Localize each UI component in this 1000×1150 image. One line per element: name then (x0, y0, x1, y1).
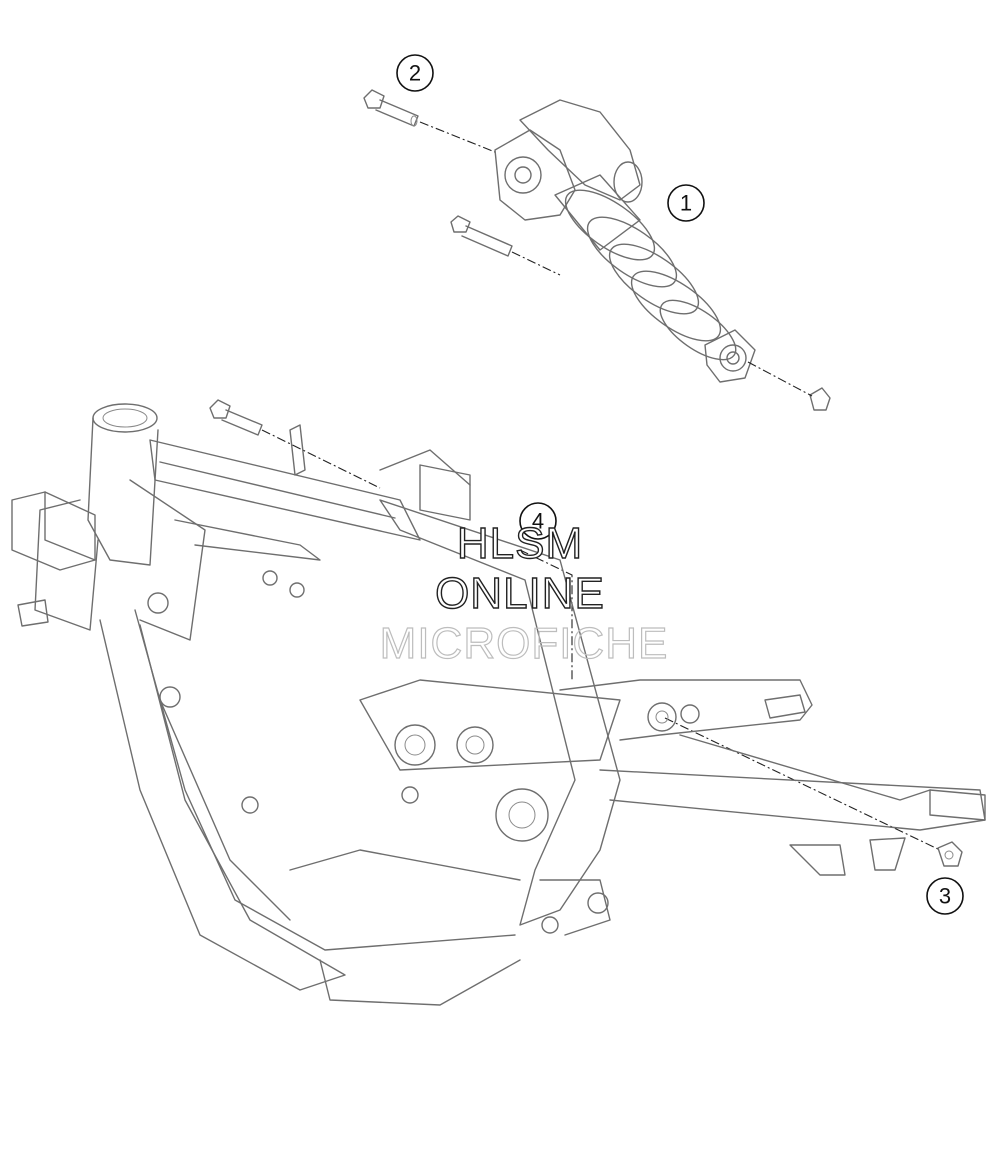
callout-2[interactable]: 2 (396, 54, 434, 92)
assembly-line (419, 121, 496, 153)
callout-3[interactable]: 3 (926, 877, 964, 915)
callout-1[interactable]: 1 (667, 184, 705, 222)
watermark-line-3: MICROFICHE (380, 619, 669, 668)
bolt-frame-upper (209, 399, 263, 436)
callout-3-label: 3 (939, 884, 951, 909)
assembly-line (261, 429, 381, 489)
callout-4[interactable]: 4 (519, 502, 557, 540)
assembly-line (519, 549, 573, 680)
nut-lower-shock (809, 387, 831, 411)
assembly-line (747, 361, 813, 397)
callout-2-label: 2 (409, 61, 421, 86)
shock-absorber (494, 99, 756, 383)
bolt-upper-shock (363, 89, 419, 127)
bolt-reservoir (450, 215, 513, 257)
nut-swingarm (937, 841, 963, 867)
callout-4-label: 4 (532, 509, 544, 534)
swingarm (559, 679, 986, 876)
watermark-line-1: HLSM (457, 519, 583, 568)
frame (11, 403, 621, 1006)
watermark-line-2: ONLINE (435, 569, 605, 618)
callout-1-label: 1 (680, 191, 692, 216)
assembly-line (511, 251, 561, 276)
watermark: HLSM ONLINE MICROFICHE (379, 518, 669, 668)
assembly-line (664, 717, 941, 851)
